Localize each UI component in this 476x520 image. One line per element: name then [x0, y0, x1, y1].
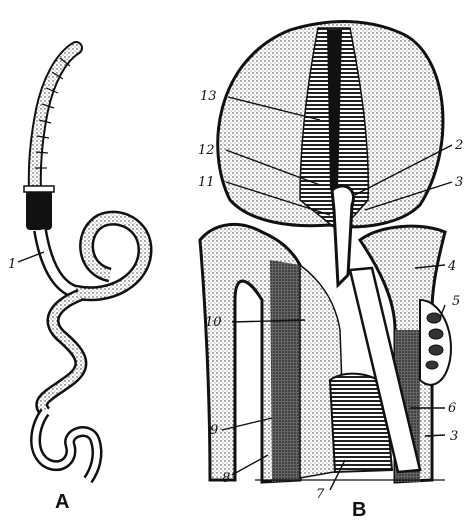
label-b-6: 6 — [448, 401, 456, 416]
label-b-3-lower: 3 — [450, 429, 458, 444]
label-b-12: 12 — [198, 143, 215, 158]
panel-label-b: B — [352, 499, 366, 520]
section-drawing: 13 12 11 10 9 8 2 3 4 5 6 3 7 — [198, 22, 463, 502]
label-b-7: 7 — [316, 487, 325, 502]
label-b-5: 5 — [452, 294, 460, 309]
label-b-9: 9 — [210, 423, 218, 438]
panel-label-a: A — [55, 491, 69, 513]
worm-dark-band — [26, 190, 52, 230]
label-b-11: 11 — [198, 175, 215, 190]
label-a-1: 1 — [8, 257, 16, 272]
label-b-10: 10 — [205, 315, 222, 330]
label-b-13: 13 — [200, 89, 217, 104]
label-b-4: 4 — [447, 259, 456, 274]
worm-drawing: 1 — [8, 48, 145, 480]
label-b-8: 8 — [222, 471, 230, 486]
label-b-2: 2 — [454, 138, 463, 153]
worm-tail — [36, 412, 97, 480]
label-b-3-upper: 3 — [455, 175, 463, 190]
